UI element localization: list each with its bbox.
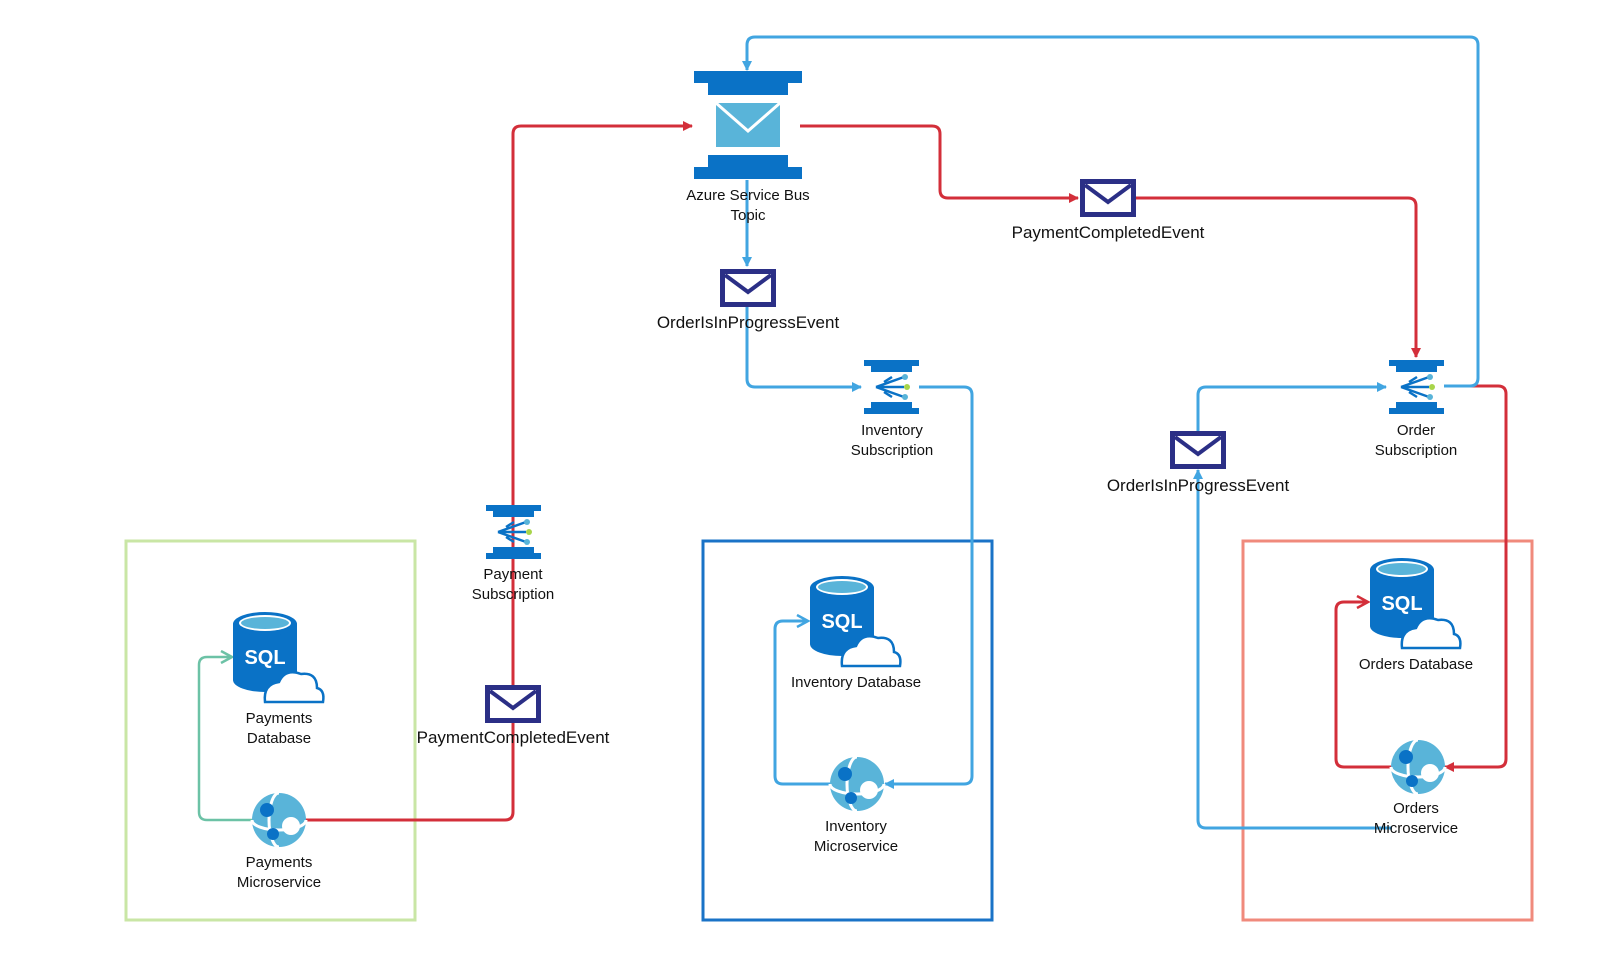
order-subscription-label: Order Subscription [1374, 422, 1458, 459]
flow-orders-microservice-to-envelope-right [1193, 469, 1392, 830]
svg-text:SQL: SQL [821, 611, 862, 633]
envelope-icon [1170, 431, 1226, 469]
payments-database-label: Payments Database [245, 710, 313, 747]
sql-database-icon: SQL [1370, 558, 1462, 650]
inventory-microservice-label: Inventory Microservice [813, 818, 899, 855]
svg-text:SQL: SQL [1381, 593, 1422, 615]
topic-label: Azure Service Bus Topic [686, 187, 810, 224]
flow-envelope-right-to-order-subscription [1196, 382, 1387, 432]
sql-database-icon: SQL [233, 612, 325, 704]
inventory-service-boundary [701, 539, 994, 922]
service-bus-topic-icon [694, 71, 802, 179]
flow-envelope-to-order-subscription [1135, 196, 1421, 358]
inventory-subscription-icon [864, 360, 919, 414]
flow-inventory-subscription-to-inventory-microservice [884, 385, 974, 789]
flow-inventory-microservice-to-inventory-db [773, 621, 831, 786]
microservice-globe-icon [828, 755, 886, 813]
orders-microservice-label: Orders Microservice [1373, 800, 1459, 837]
inventory-subscription-label: Inventory Subscription [850, 422, 934, 459]
event-label-order-in-progress-right: OrderIsInProgressEvent [1106, 476, 1290, 495]
orders-service-boundary [1241, 539, 1534, 922]
flow-order-subscription-to-orders-microservice [1444, 384, 1508, 772]
microservice-globe-icon [250, 791, 308, 849]
event-label-payment-completed: PaymentCompletedEvent [1011, 223, 1205, 242]
order-subscription-icon [1389, 360, 1444, 414]
flow-topic-to-envelope-top [800, 124, 1079, 203]
payment-subscription-label: Payment Subscription [471, 566, 555, 603]
payments-service-boundary [124, 539, 417, 922]
sql-database-icon: SQL [810, 576, 902, 668]
svg-text:SQL: SQL [244, 647, 285, 669]
envelope-icon [720, 269, 776, 307]
event-label-order-in-progress: OrderIsInProgressEvent [656, 313, 840, 332]
inventory-database-label: Inventory Database [790, 674, 922, 691]
envelope-icon [485, 685, 541, 723]
flow-payments-to-topic [305, 121, 693, 822]
flow-order-subscription-to-topic [742, 35, 1480, 388]
microservice-globe-icon [1389, 738, 1447, 796]
payment-subscription-icon [486, 505, 541, 559]
payments-microservice-label: Payments Microservice [236, 854, 322, 891]
orders-database-label: Orders Database [1358, 656, 1474, 673]
flow-orders-microservice-to-orders-db [1334, 602, 1392, 769]
flow-payments-microservice-to-payments-db [197, 657, 253, 822]
flow-envelope-to-inventory-subscription [745, 306, 862, 392]
envelope-icon [1080, 179, 1136, 217]
event-label-payment-completed-left: PaymentCompletedEvent [416, 728, 610, 747]
